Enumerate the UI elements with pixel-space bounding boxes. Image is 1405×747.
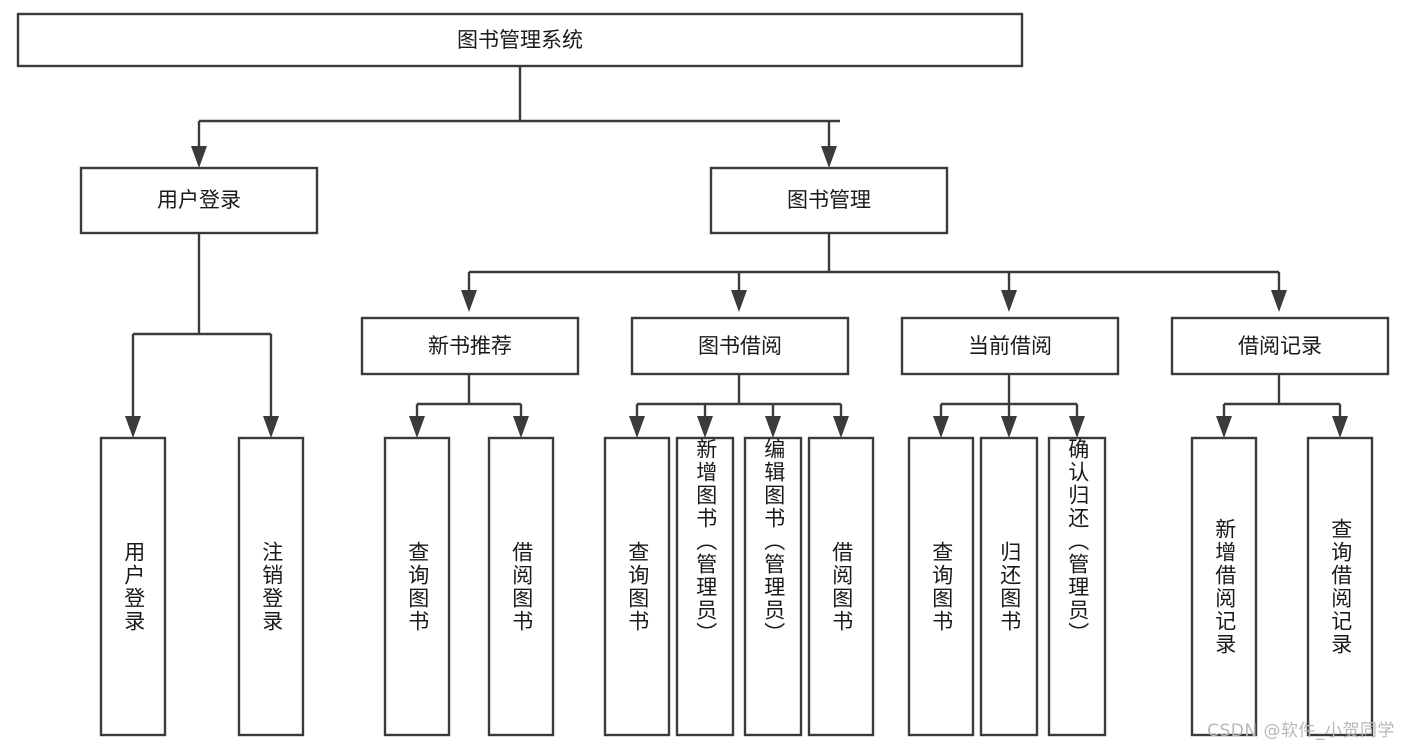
node-book-borrow[interactable]: 图书借阅 bbox=[630, 316, 850, 376]
node-current-borrow[interactable]: 当前借阅 bbox=[900, 316, 1120, 376]
leaf-box-current-query[interactable] bbox=[907, 436, 975, 737]
leaf-box-borrow-lend[interactable] bbox=[807, 436, 875, 737]
connector-bookborrow-to-leaves bbox=[629, 374, 849, 438]
connector-bookmgmt-to-level3 bbox=[461, 233, 1287, 312]
leaf-box-record-query[interactable] bbox=[1306, 436, 1374, 737]
leaf-box-current-confirm[interactable] bbox=[1047, 436, 1107, 737]
node-current-borrow-label: 当前借阅 bbox=[968, 334, 1052, 358]
node-root[interactable]: 图书管理系统 bbox=[16, 12, 1024, 68]
node-user-login[interactable]: 用户登录 bbox=[79, 166, 319, 235]
node-new-book-recommend-label: 新书推荐 bbox=[428, 334, 512, 358]
connector-userlogin-to-leaves bbox=[125, 233, 279, 438]
node-book-management[interactable]: 图书管理 bbox=[709, 166, 949, 235]
leaf-box-record-add[interactable] bbox=[1190, 436, 1258, 737]
node-book-management-label: 图书管理 bbox=[787, 188, 871, 212]
node-new-book-recommend[interactable]: 新书推荐 bbox=[360, 316, 580, 376]
leaf-box-user-login-logout[interactable] bbox=[237, 436, 305, 737]
leaf-box-borrow-edit[interactable] bbox=[743, 436, 803, 737]
node-borrow-record-label: 借阅记录 bbox=[1238, 334, 1322, 358]
leaf-box-borrow-query[interactable] bbox=[603, 436, 671, 737]
leaf-box-recommend-borrow[interactable] bbox=[487, 436, 555, 737]
node-borrow-record[interactable]: 借阅记录 bbox=[1170, 316, 1390, 376]
leaf-box-borrow-add[interactable] bbox=[675, 436, 735, 737]
node-book-borrow-label: 图书借阅 bbox=[698, 334, 782, 358]
connector-borrowrecord-to-leaves bbox=[1216, 374, 1348, 438]
connector-currentborrow-to-leaves bbox=[933, 374, 1085, 438]
connector-root-to-level2 bbox=[191, 66, 840, 168]
node-root-label: 图书管理系统 bbox=[457, 28, 583, 52]
leaf-box-current-return[interactable] bbox=[979, 436, 1039, 737]
leaf-box-user-login-login[interactable] bbox=[99, 436, 167, 737]
watermark: CSDN @软件_小贺同学 bbox=[1207, 721, 1395, 741]
leaf-box-recommend-query[interactable] bbox=[383, 436, 451, 737]
node-user-login-label: 用户登录 bbox=[157, 188, 241, 212]
connector-newbook-to-leaves bbox=[409, 374, 529, 438]
